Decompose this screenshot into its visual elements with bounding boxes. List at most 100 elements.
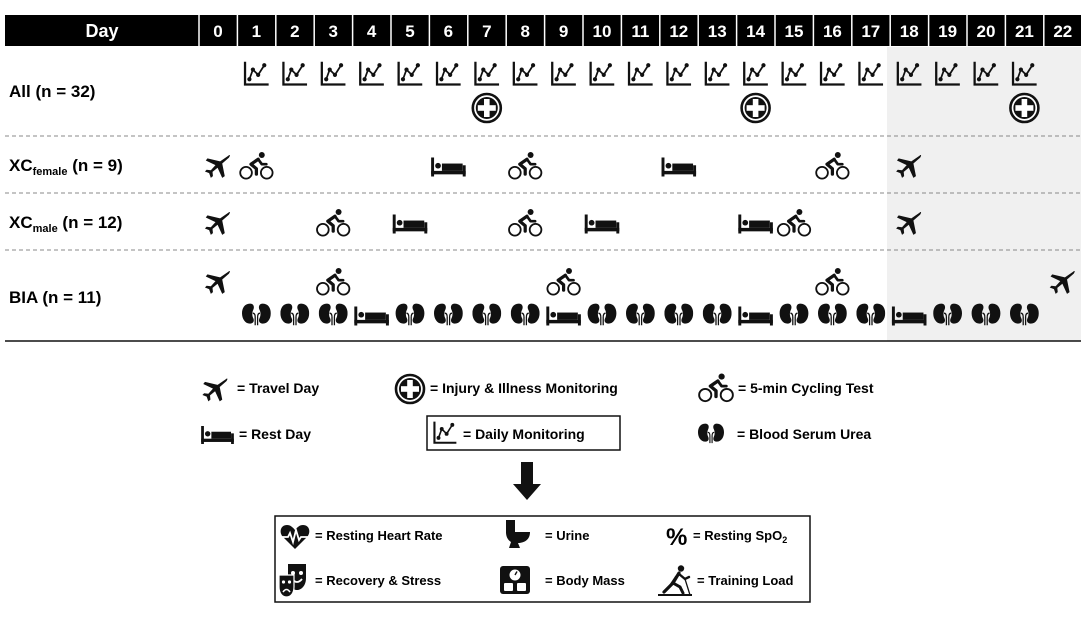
header-day-14: 14 <box>746 22 765 41</box>
header-day-17: 17 <box>861 22 880 41</box>
legend-travel: = Travel Day <box>202 378 319 402</box>
skier-icon <box>658 565 692 596</box>
header-day-7: 7 <box>482 22 491 41</box>
legend-travel-text: = Travel Day <box>237 380 319 396</box>
header-day-20: 20 <box>977 22 996 41</box>
monitoring-mass-text: = Body Mass <box>545 573 625 588</box>
daily-monitoring-icon <box>433 420 458 444</box>
legend-urea-text: = Blood Serum Urea <box>737 426 871 442</box>
kidney-icon <box>698 423 724 444</box>
daily-monitoring-icon <box>819 60 846 86</box>
monitoring-box-frame <box>274 515 811 603</box>
legend-daily-box <box>426 415 621 451</box>
injury-plus-icon <box>471 92 503 124</box>
monitoring-hr: = Resting Heart Rate <box>280 525 443 549</box>
daily-monitoring-icon <box>858 60 885 86</box>
header-bar <box>5 15 1081 46</box>
daily-monitoring-icon <box>781 60 808 86</box>
cycling-icon <box>238 151 275 181</box>
toilet-icon <box>506 520 530 548</box>
kidney-icon <box>241 302 271 326</box>
header-day-15: 15 <box>785 22 804 41</box>
header-day-22: 22 <box>1053 22 1072 41</box>
bed-icon <box>738 306 773 326</box>
kidney-icon <box>472 302 502 326</box>
header-day-21: 21 <box>1015 22 1034 41</box>
header-day-11: 11 <box>631 22 649 41</box>
kidney-icon <box>779 302 809 326</box>
plane-icon <box>204 211 230 235</box>
legend-rest: = Rest Day <box>201 426 311 444</box>
monitoring-spo2-text: = Resting SpO2 <box>693 528 787 545</box>
daily-monitoring-icon <box>743 60 769 86</box>
kidney-icon <box>587 302 617 326</box>
daily-monitoring-icon <box>435 60 462 86</box>
kidney-icon <box>856 302 886 326</box>
kidney-icon <box>280 302 310 326</box>
daily-monitoring-icon <box>320 60 347 86</box>
daily-monitoring-icon <box>282 60 309 86</box>
bed-icon <box>584 214 620 234</box>
legend-cycling: = 5-min Cycling Test <box>697 373 874 403</box>
legend-daily-text: = Daily Monitoring <box>463 426 585 442</box>
row-label-bia: BIA (n = 11) <box>9 288 101 307</box>
daily-monitoring-icon <box>666 60 693 86</box>
daily-monitoring-icon <box>243 60 270 86</box>
monitoring-urine-text: = Urine <box>545 528 589 543</box>
daily-monitoring-icon <box>359 60 385 86</box>
header-day-1: 1 <box>252 22 261 41</box>
monitoring-load-text: = Training Load <box>697 573 793 588</box>
header-day-6: 6 <box>444 22 453 41</box>
bed-icon <box>392 214 428 234</box>
cycling-icon <box>814 151 851 181</box>
daily-monitoring-icon <box>512 60 539 86</box>
kidney-icon <box>510 302 540 326</box>
daily-monitoring-icon <box>589 60 616 86</box>
injury-plus-icon <box>1009 92 1040 124</box>
plane-icon <box>204 270 230 294</box>
header-day-10: 10 <box>593 22 612 41</box>
theater-masks-icon <box>278 564 306 598</box>
kidney-icon <box>433 302 463 326</box>
header-day-18: 18 <box>900 22 919 41</box>
legend-cycling-text: = 5-min Cycling Test <box>738 380 874 396</box>
bed-icon <box>546 306 581 326</box>
plane-icon <box>202 378 228 402</box>
kidney-icon <box>817 302 847 326</box>
daily-monitoring-icon <box>551 60 577 86</box>
down-arrow-icon <box>513 462 541 500</box>
kidney-icon <box>664 302 694 326</box>
daily-monitoring-icon <box>704 60 731 86</box>
shaded-region <box>887 47 1081 341</box>
header-day-16: 16 <box>823 22 842 41</box>
monitoring-stress: = Recovery & Stress <box>278 564 441 598</box>
legend-daily: = Daily Monitoring <box>426 415 621 451</box>
header-day-5: 5 <box>405 22 414 41</box>
monitoring-hr-text: = Resting Heart Rate <box>315 528 443 543</box>
injury-plus-icon <box>394 373 426 405</box>
scale-icon <box>500 566 530 594</box>
daily-monitoring-icon <box>474 60 501 86</box>
heart-icon <box>280 525 310 549</box>
header-day-19: 19 <box>938 22 957 41</box>
monitoring-mass: = Body Mass <box>500 566 625 594</box>
kidney-icon <box>702 302 732 326</box>
bed-icon <box>201 426 234 444</box>
row-label-xc-female: XCfemale (n = 9) <box>9 156 123 178</box>
cycling-icon <box>507 151 544 181</box>
cycling-icon <box>315 208 352 238</box>
daily-monitoring-icon <box>397 60 424 86</box>
percent-icon: % <box>666 524 687 551</box>
bed-icon <box>354 306 389 326</box>
monitoring-urine: = Urine <box>506 520 589 548</box>
header-day-8: 8 <box>520 22 529 41</box>
legend: = Travel Day = Injury & Illness Monitori… <box>201 373 874 451</box>
legend-injury: = Injury & Illness Monitoring <box>394 373 618 405</box>
row-label-all: All (n = 32) <box>9 82 95 101</box>
legend-urea: = Blood Serum Urea <box>698 423 871 444</box>
kidney-icon <box>395 302 425 326</box>
cycling-icon <box>545 267 582 297</box>
header-day-4: 4 <box>367 22 377 41</box>
